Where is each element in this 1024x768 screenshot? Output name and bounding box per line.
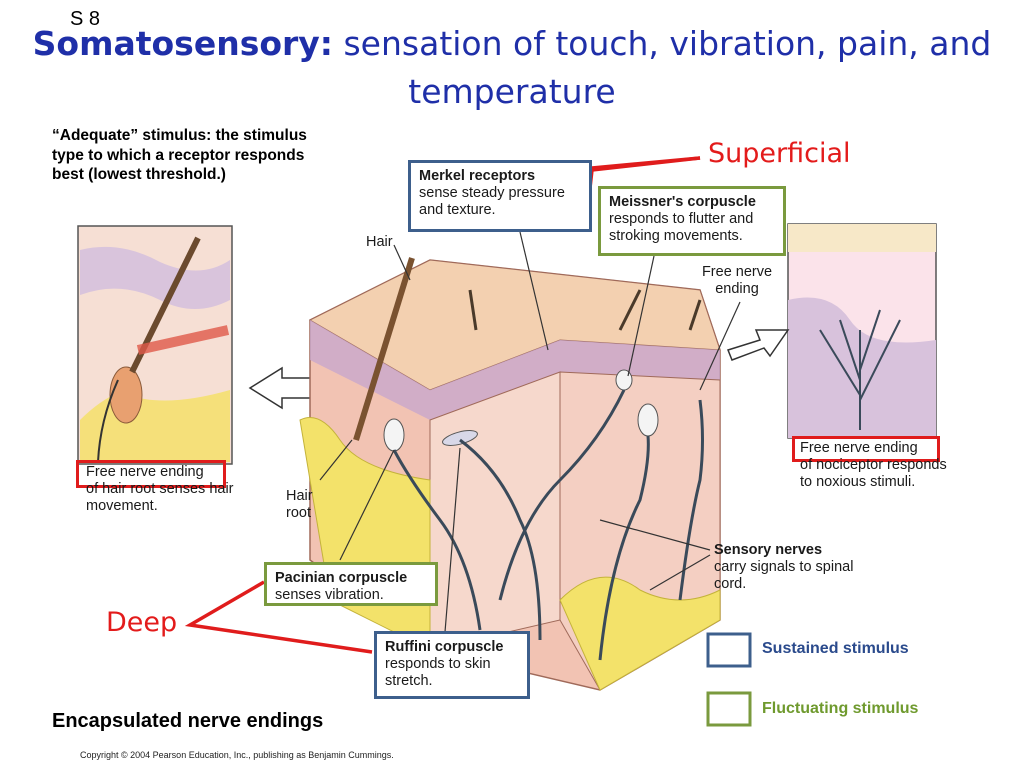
sensory-nerves-body: carry signals to spinal cord. [714, 559, 854, 592]
merkel-title: Merkel receptors [419, 168, 536, 184]
legend-square-fluctuating [706, 691, 752, 727]
leader-lines [319, 231, 741, 633]
copyright-text: Copyright © 2004 Pearson Education, Inc.… [80, 750, 394, 760]
meissner-body: responds to flutter and stroking movemen… [609, 211, 754, 244]
legend-fluctuating-label: Fluctuating stimulus [762, 700, 919, 717]
legend-sustained-label: Sustained stimulus [762, 640, 909, 657]
merkel-callout: Merkel receptors sense steady pressure a… [408, 160, 592, 232]
right-arrow [727, 329, 790, 361]
title-rest: sensation of touch, vibration, pain, and… [333, 24, 992, 111]
slide-title: Somatosensory: sensation of touch, vibra… [0, 20, 1024, 116]
pacinian-callout: Pacinian corpuscle senses vibration. [264, 562, 438, 606]
left-arrow [248, 366, 319, 410]
nociceptor-inset [787, 223, 937, 439]
meissner-title: Meissner's corpuscle [609, 194, 756, 210]
legend-square-sustained [706, 632, 752, 668]
skin-block [299, 257, 721, 691]
pacinian-body: senses vibration. [275, 587, 384, 603]
free-nerve-nociceptor-title: Free nerve ending [800, 440, 918, 456]
slide-number: S 8 [70, 8, 101, 30]
free-nerve-ending-label: Free nerve ending [701, 264, 773, 297]
free-nerve-hair-body: of hair root senses hair movement. [86, 481, 234, 514]
meissner-callout: Meissner's corpuscle responds to flutter… [598, 186, 786, 256]
hair-follicle-inset [77, 225, 233, 465]
superficial-label: Superficial [708, 138, 851, 169]
ruffini-title: Ruffini corpuscle [385, 639, 504, 655]
free-nerve-hair-highlight [76, 460, 226, 488]
encapsulated-heading: Encapsulated nerve endings [52, 710, 324, 732]
title-bold: Somatosensory: [32, 24, 333, 63]
pacinian-title: Pacinian corpuscle [275, 570, 408, 586]
free-nerve-nociceptor-highlight [792, 436, 940, 462]
ruffini-callout: Ruffini corpuscle responds to skin stret… [374, 631, 530, 699]
free-nerve-hair-title: Free nerve ending [86, 464, 204, 480]
deep-label: Deep [106, 607, 178, 638]
sensory-nerves-label: Sensory nerves carry signals to spinal c… [714, 542, 864, 593]
merkel-body: sense steady pressure and texture. [419, 185, 565, 218]
free-nerve-nociceptor-body: of nociceptor responds to noxious stimul… [800, 457, 947, 490]
adequate-stimulus-text: “Adequate” stimulus: the stimulus type t… [52, 127, 307, 183]
hair-label: Hair [366, 234, 393, 250]
hair-root-label: Hair root [286, 488, 313, 521]
free-nerve-nociceptor-text: Free nerve ending of nociceptor responds… [800, 440, 950, 491]
free-nerve-hair-text: Free nerve ending of hair root senses ha… [86, 464, 256, 515]
sensory-nerves-title: Sensory nerves [714, 542, 823, 558]
ruffini-body: responds to skin stretch. [385, 656, 491, 689]
